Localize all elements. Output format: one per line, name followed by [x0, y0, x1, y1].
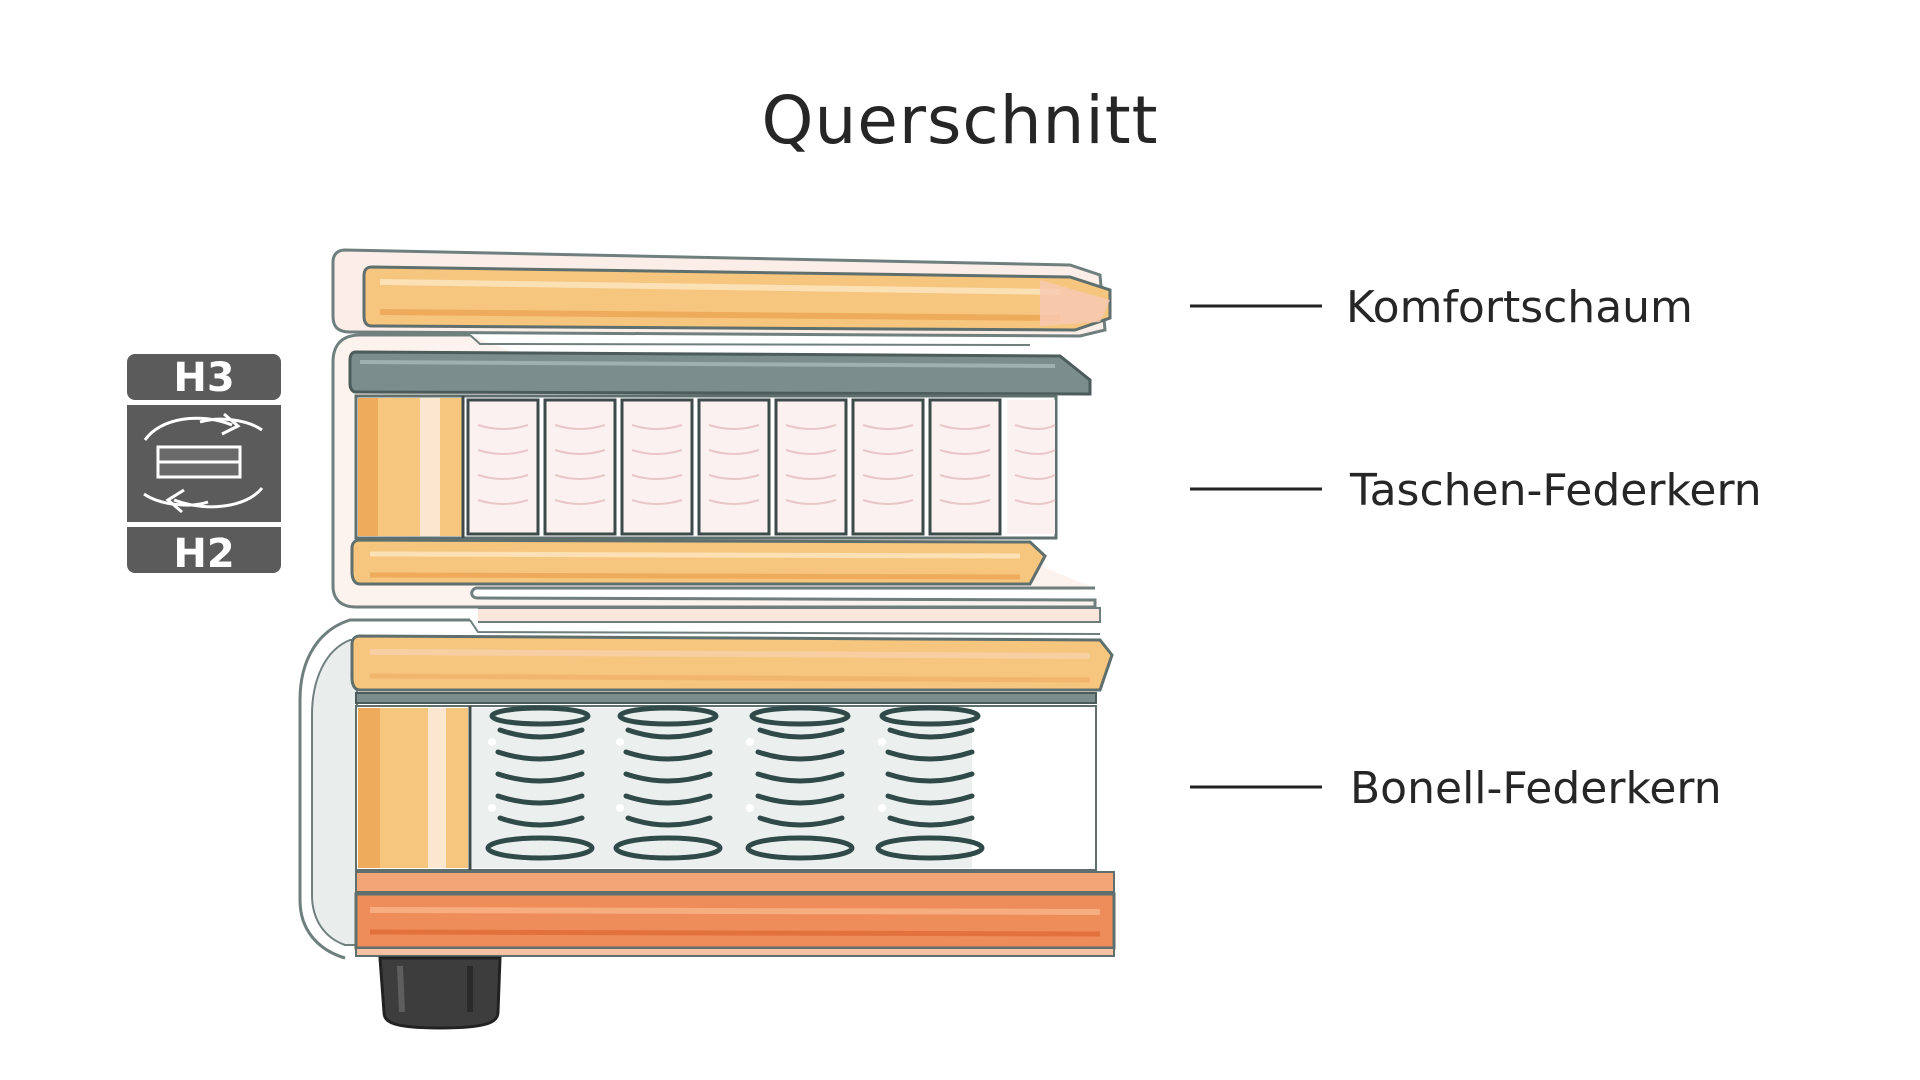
label-taschen-federkern: Taschen-Federkern	[1190, 465, 1762, 516]
topper-layer	[331, 248, 1112, 338]
label-komfortschaum: Komfortschaum	[1190, 282, 1693, 333]
flip-mattress-icon	[143, 412, 264, 514]
h3-label: H3	[173, 355, 234, 401]
h3-badge-bg	[127, 354, 281, 400]
pocket-springs	[466, 398, 1055, 536]
page-title: Querschnitt	[761, 82, 1159, 159]
bonell-springs	[485, 705, 985, 861]
label-text-bonell-federkern: Bonell-Federkern	[1350, 763, 1722, 814]
bed-foot	[378, 956, 502, 1030]
h2-label: H2	[173, 531, 234, 577]
label-text-taschen-federkern: Taschen-Federkern	[1349, 465, 1762, 516]
label-bonell-federkern: Bonell-Federkern	[1190, 763, 1722, 814]
pocket-spring-mattress	[331, 333, 1097, 609]
firmness-badge: H3 H2	[127, 354, 281, 577]
boxspring-base	[298, 607, 1116, 960]
label-text-komfortschaum: Komfortschaum	[1346, 282, 1693, 333]
